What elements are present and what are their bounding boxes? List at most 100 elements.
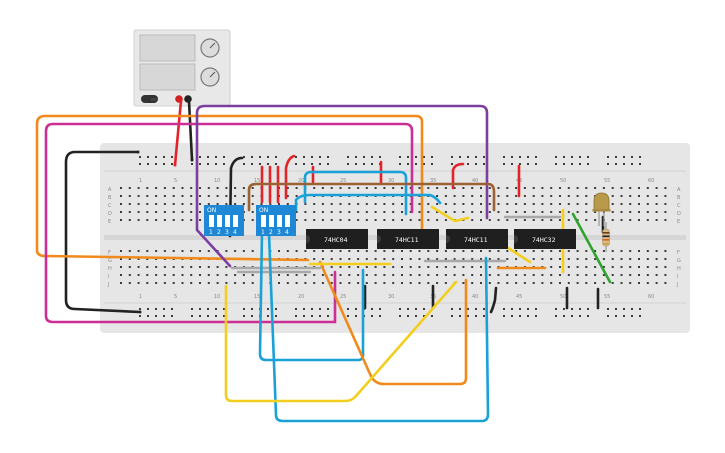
breadboard-hole: [427, 282, 430, 284]
breadboard-hole: [646, 195, 649, 197]
dip-slider[interactable]: [217, 215, 222, 227]
breadboard-hole: [535, 163, 537, 165]
breadboard-hole: [423, 315, 425, 317]
breadboard-hole: [646, 266, 649, 268]
breadboard-hole: [190, 274, 193, 276]
breadboard-hole: [615, 163, 617, 165]
breadboard-hole: [171, 163, 173, 165]
breadboard-hole: [313, 211, 316, 213]
breadboard-hole: [541, 219, 544, 221]
dip-switch-1[interactable]: ON 1 2 3 4: [204, 205, 244, 236]
breadboard-hole: [146, 211, 149, 213]
breadboard-hole: [444, 203, 447, 205]
breadboard-hole: [399, 308, 401, 310]
breadboard-hole: [515, 187, 518, 189]
dip-switch-2[interactable]: ON 1 2 3 4: [256, 205, 296, 236]
breadboard-hole: [532, 203, 535, 205]
ic-74hc32: 74HC32: [514, 229, 576, 249]
breadboard-hole: [251, 187, 254, 189]
breadboard-hole: [480, 195, 482, 197]
breadboard-hole: [444, 274, 447, 276]
breadboard-hole: [371, 156, 373, 158]
breadboard-hole: [559, 211, 561, 213]
breadboard-hole: [475, 163, 477, 165]
breadboard-hole: [155, 250, 158, 252]
blue-loop-wire-3: [267, 232, 490, 423]
breadboard-hole: [128, 187, 131, 189]
breadboard-hole: [243, 315, 245, 317]
breadboard-hole: [559, 195, 561, 197]
breadboard-hole: [480, 203, 482, 205]
col-num: 50: [560, 178, 566, 184]
col-num: 20: [298, 178, 304, 184]
breadboard-hole: [234, 203, 237, 205]
breadboard-hole: [363, 156, 365, 158]
breadboard-hole: [216, 187, 219, 189]
breadboard-hole: [620, 266, 623, 268]
breadboard-hole: [459, 315, 461, 317]
breadboard-hole: [275, 315, 277, 317]
breadboard-hole: [471, 195, 474, 197]
dip-slider[interactable]: [261, 215, 266, 227]
breadboard-hole: [319, 163, 321, 165]
breadboard-hole: [664, 258, 667, 260]
breadboard-hole: [615, 308, 617, 310]
breadboard-hole: [392, 282, 395, 284]
breadboard-hole: [243, 163, 245, 165]
breadboard-hole: [357, 203, 360, 205]
breadboard-hole: [313, 203, 316, 205]
breadboard-hole: [611, 274, 614, 276]
breadboard-hole: [587, 315, 589, 317]
ic-74hc11-1: 74HC11: [377, 229, 439, 249]
breadboard-hole: [321, 258, 324, 260]
breadboard-hole: [365, 203, 368, 205]
breadboard-hole: [418, 203, 421, 205]
breadboard-hole: [225, 187, 228, 189]
breadboard-hole: [611, 219, 614, 221]
breadboard-hole: [471, 258, 474, 260]
dip-slider[interactable]: [209, 215, 214, 227]
breadboard-hole: [515, 195, 518, 197]
breadboard-hole: [190, 203, 193, 205]
breadboard-hole: [339, 219, 342, 221]
yellow-wire-3: [430, 205, 470, 223]
breadboard-hole: [594, 187, 597, 189]
breadboard-hole: [451, 163, 453, 165]
wire-endpoints: [136, 150, 194, 314]
breadboard-hole: [611, 266, 614, 268]
breadboard-hole: [585, 274, 588, 276]
breadboard-hole: [242, 250, 245, 252]
dip-slider[interactable]: [285, 215, 290, 227]
breadboard-hole: [327, 308, 329, 310]
breadboard-hole: [379, 156, 381, 158]
breadboard-hole: [251, 282, 254, 284]
breadboard-hole: [163, 219, 166, 221]
breadboard-hole: [357, 266, 360, 268]
breadboard-hole: [295, 195, 298, 197]
breadboard-hole: [467, 315, 469, 317]
yellow-loop-wire: [224, 280, 458, 403]
breadboard-hole: [155, 187, 158, 189]
dip-slider[interactable]: [269, 215, 274, 227]
dip-slider[interactable]: [225, 215, 230, 227]
breadboard-hole: [497, 274, 500, 276]
dip-num: 4: [233, 229, 237, 236]
breadboard-hole: [436, 203, 439, 205]
dip-slider[interactable]: [277, 215, 282, 227]
breadboard-hole: [207, 195, 210, 197]
breadboard-hole: [278, 250, 280, 252]
breadboard-hole: [483, 308, 485, 310]
breadboard-hole: [471, 187, 474, 189]
breadboard-hole: [216, 195, 219, 197]
breadboard-hole: [392, 274, 395, 276]
breadboard-hole: [191, 315, 193, 317]
dip-slider[interactable]: [233, 215, 238, 227]
breadboard-hole: [471, 282, 474, 284]
breadboard-hole: [418, 266, 421, 268]
green-wire: [571, 212, 612, 284]
breadboard-hole: [155, 315, 157, 317]
power-button[interactable]: [141, 95, 158, 103]
breadboard-hole: [225, 266, 228, 268]
breadboard-hole: [286, 274, 289, 276]
breadboard-hole: [431, 163, 433, 165]
